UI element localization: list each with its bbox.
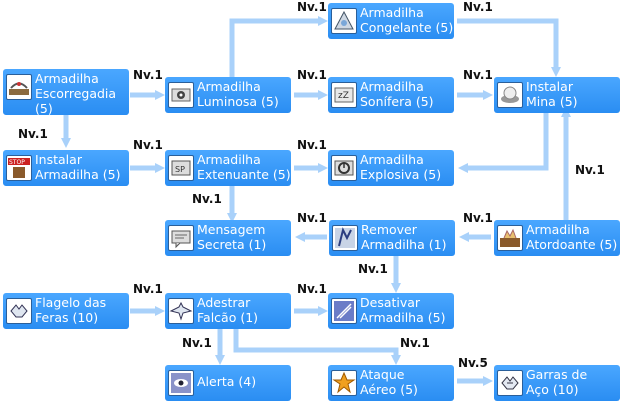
skill-label: Desativar Armadilha (5)	[360, 295, 446, 325]
req-label: Nv.1	[133, 138, 163, 152]
slide-trap-icon	[6, 74, 32, 100]
skill-label: Armadilha Luminosa (5)	[197, 79, 279, 109]
req-label: Nv.1	[297, 282, 327, 296]
req-label: Nv.1	[133, 68, 163, 82]
skill-label: Armadilha Congelante (5)	[360, 5, 454, 35]
req-label: Nv.5	[458, 356, 488, 370]
svg-text:SP: SP	[175, 165, 185, 174]
req-label: Nv.1	[297, 68, 327, 82]
req-label: Nv.1	[182, 336, 212, 350]
skill-instalar-mina[interactable]: Instalar Mina (5)	[494, 77, 620, 113]
skill-adestrar-falcao[interactable]: Adestrar Falcão (1)	[165, 293, 291, 329]
skill-armadilha-extenuante[interactable]: SP Armadilha Extenuante (5)	[165, 150, 291, 186]
mine-icon	[497, 82, 523, 108]
skill-armadilha-sonifera[interactable]: zZ Armadilha Sonífera (5)	[328, 77, 454, 113]
skill-flagelo-das-feras[interactable]: Flagelo das Feras (10)	[3, 293, 129, 329]
req-label: Nv.1	[297, 0, 327, 14]
skill-label: Armadilha Sonífera (5)	[360, 79, 434, 109]
falcon-icon	[168, 298, 194, 324]
message-icon	[168, 225, 194, 251]
beast-bane-icon	[6, 298, 32, 324]
skill-instalar-armadilha[interactable]: STOP Instalar Armadilha (5)	[3, 150, 129, 186]
skill-label: Alerta (4)	[197, 374, 257, 389]
sp-drain-trap-icon: SP	[168, 155, 194, 181]
svg-text:zZ: zZ	[338, 91, 349, 101]
skill-label: Remover Armadilha (1)	[361, 222, 447, 252]
skill-armadilha-congelante[interactable]: Armadilha Congelante (5)	[328, 3, 454, 39]
explosive-trap-icon	[331, 155, 357, 181]
req-label: Nv.1	[192, 192, 222, 206]
stop-sign-icon: STOP	[6, 155, 32, 181]
svg-text:STOP: STOP	[9, 159, 25, 166]
skill-label: Armadilha Escorregadia (5)	[35, 71, 117, 116]
alert-icon	[168, 370, 194, 396]
skill-label: Adestrar Falcão (1)	[197, 295, 259, 325]
skill-label: Garras de Aço (10)	[526, 367, 588, 397]
skill-armadilha-explosiva[interactable]: Armadilha Explosiva (5)	[328, 150, 454, 186]
skill-armadilha-atordoante[interactable]: Armadilha Atordoante (5)	[494, 220, 620, 256]
skill-label: Armadilha Atordoante (5)	[526, 222, 618, 252]
steel-claw-icon	[497, 370, 523, 396]
freezing-trap-icon	[331, 8, 357, 34]
disarm-trap-icon	[331, 298, 357, 324]
skill-label: Ataque Aéreo (5)	[360, 367, 418, 397]
skill-label: Armadilha Extenuante (5)	[197, 152, 291, 182]
skill-armadilha-luminosa[interactable]: Armadilha Luminosa (5)	[165, 77, 291, 113]
arrow-mina-explosiva	[458, 113, 549, 173]
skill-label: Armadilha Explosiva (5)	[360, 152, 442, 182]
skill-label: Instalar Armadilha (5)	[35, 152, 121, 182]
arrow-congelante-mina	[457, 18, 561, 77]
skill-alerta[interactable]: Alerta (4)	[165, 365, 291, 401]
skill-label: Mensagem Secreta (1)	[197, 222, 267, 252]
arrow-falcao-ataque	[233, 329, 401, 365]
req-label: Nv.1	[297, 211, 327, 225]
req-label: Nv.1	[463, 211, 493, 225]
skill-ataque-aereo[interactable]: Ataque Aéreo (5)	[328, 365, 454, 401]
req-label: Nv.1	[297, 138, 327, 152]
skill-remover-armadilha[interactable]: Remover Armadilha (1)	[329, 220, 455, 256]
skill-label: Flagelo das Feras (10)	[35, 295, 107, 325]
req-label: Nv.1	[133, 282, 163, 296]
req-label: Nv.1	[463, 68, 493, 82]
skill-desativar-armadilha[interactable]: Desativar Armadilha (5)	[328, 293, 454, 329]
skill-label: Instalar Mina (5)	[526, 79, 578, 109]
req-label: Nv.1	[463, 0, 493, 14]
req-label: Nv.1	[575, 163, 605, 177]
stun-trap-icon	[497, 225, 523, 251]
req-label: Nv.1	[400, 336, 430, 350]
skill-mensagem-secreta[interactable]: Mensagem Secreta (1)	[165, 220, 291, 256]
req-label: Nv.1	[358, 262, 388, 276]
remove-trap-icon	[332, 225, 358, 251]
req-label: Nv.1	[18, 127, 48, 141]
air-strike-icon	[331, 370, 357, 396]
sleep-trap-icon: zZ	[331, 82, 357, 108]
flash-trap-icon	[168, 82, 194, 108]
skill-armadilha-escorregadia[interactable]: Armadilha Escorregadia (5)	[3, 69, 129, 116]
skill-garras-de-aco[interactable]: Garras de Aço (10)	[494, 365, 620, 401]
arrow-luminosa-congelante	[229, 16, 328, 77]
